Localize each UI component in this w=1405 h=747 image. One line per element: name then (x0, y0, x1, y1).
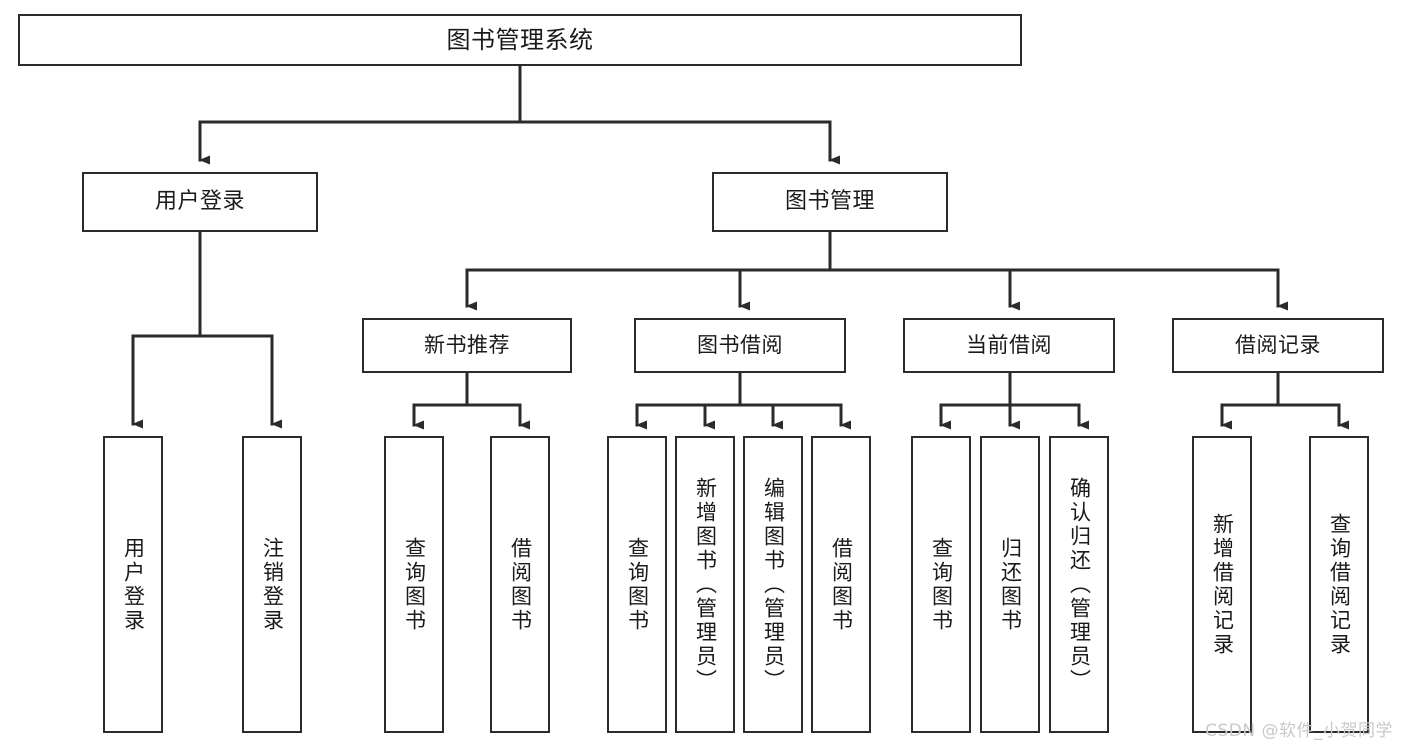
node-leaf-query-book-2[interactable]: 查询图书 (607, 436, 667, 733)
node-leaf-borrow-book-1-label: 借阅图书 (508, 536, 533, 633)
node-book-borrow[interactable]: 图书借阅 (634, 318, 846, 373)
node-leaf-edit-book-label: 编辑图书（管理员） (761, 476, 786, 693)
node-current-borrow-label: 当前借阅 (966, 333, 1052, 358)
node-leaf-add-record-label: 新增借阅记录 (1210, 512, 1235, 657)
node-leaf-return-book[interactable]: 归还图书 (980, 436, 1040, 733)
node-leaf-borrow-book-1[interactable]: 借阅图书 (490, 436, 550, 733)
node-leaf-query-book-3-label: 查询图书 (929, 536, 954, 633)
node-leaf-confirm-return-label: 确认归还（管理员） (1067, 476, 1092, 693)
node-new-book-recommend-label: 新书推荐 (424, 333, 510, 358)
node-leaf-edit-book[interactable]: 编辑图书（管理员） (743, 436, 803, 733)
node-leaf-borrow-book-2-label: 借阅图书 (829, 536, 854, 633)
node-leaf-query-book-1-label: 查询图书 (402, 536, 427, 633)
csdn-watermark: CSDN @软件_小贺同学 (1205, 721, 1393, 741)
node-leaf-query-book-2-label: 查询图书 (625, 536, 650, 633)
node-leaf-user-logout[interactable]: 注销登录 (242, 436, 302, 733)
node-borrow-record[interactable]: 借阅记录 (1172, 318, 1384, 373)
node-current-borrow[interactable]: 当前借阅 (903, 318, 1115, 373)
node-leaf-user-login-label: 用户登录 (121, 536, 146, 633)
node-leaf-query-book-1[interactable]: 查询图书 (384, 436, 444, 733)
node-leaf-confirm-return[interactable]: 确认归还（管理员） (1049, 436, 1109, 733)
node-user-login-label: 用户登录 (154, 189, 245, 215)
node-leaf-add-record[interactable]: 新增借阅记录 (1192, 436, 1252, 733)
node-leaf-query-book-3[interactable]: 查询图书 (911, 436, 971, 733)
node-root[interactable]: 图书管理系统 (18, 14, 1022, 66)
node-leaf-add-book-label: 新增图书（管理员） (693, 476, 718, 693)
node-root-label: 图书管理系统 (446, 25, 594, 54)
node-leaf-borrow-book-2[interactable]: 借阅图书 (811, 436, 871, 733)
node-book-management[interactable]: 图书管理 (712, 172, 948, 232)
node-leaf-user-login[interactable]: 用户登录 (103, 436, 163, 733)
node-leaf-query-record[interactable]: 查询借阅记录 (1309, 436, 1369, 733)
node-borrow-record-label: 借阅记录 (1235, 333, 1321, 358)
node-user-login[interactable]: 用户登录 (82, 172, 318, 232)
node-book-management-label: 图书管理 (784, 189, 875, 215)
node-leaf-query-record-label: 查询借阅记录 (1327, 512, 1352, 657)
node-leaf-return-book-label: 归还图书 (998, 536, 1023, 633)
node-new-book-recommend[interactable]: 新书推荐 (362, 318, 572, 373)
node-leaf-user-logout-label: 注销登录 (260, 536, 285, 633)
node-leaf-add-book[interactable]: 新增图书（管理员） (675, 436, 735, 733)
node-book-borrow-label: 图书借阅 (697, 333, 783, 358)
